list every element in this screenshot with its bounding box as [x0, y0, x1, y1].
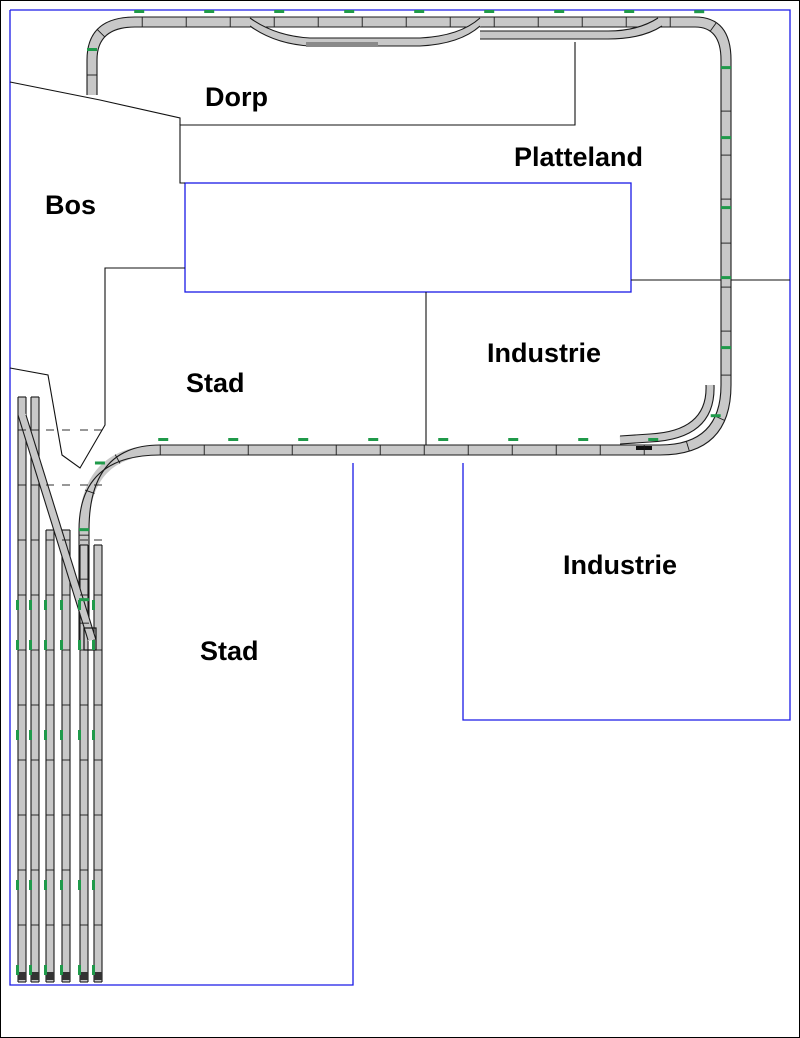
segment-marker — [92, 730, 95, 740]
segment-marker — [16, 880, 19, 890]
segment-markers — [16, 10, 731, 975]
segment-marker — [78, 880, 81, 890]
segment-marker — [721, 66, 731, 70]
segment-marker — [694, 10, 705, 14]
track-joint — [97, 29, 105, 38]
zone-labels: Dorp Platteland Bos Stad Industrie Indus… — [45, 82, 677, 666]
segment-marker — [60, 880, 63, 890]
segment-marker — [578, 438, 589, 442]
segment-marker — [44, 640, 47, 650]
segment-marker — [710, 414, 721, 418]
segment-marker — [134, 10, 145, 13]
track-joint — [84, 489, 95, 494]
segment-marker — [648, 438, 659, 442]
segment-marker — [29, 600, 32, 610]
zone-label-dorp: Dorp — [205, 82, 268, 112]
segment-marker — [79, 598, 89, 602]
segment-marker — [16, 600, 19, 610]
segment-marker — [92, 600, 95, 610]
boundary-bos-bottom — [9, 267, 185, 469]
segment-marker — [414, 10, 425, 13]
fiddle-yard — [17, 396, 103, 983]
main-loop-track — [78, 16, 732, 640]
segment-marker — [721, 346, 731, 350]
segment-marker — [44, 965, 47, 975]
track-joints — [18, 17, 731, 926]
segment-marker — [87, 48, 97, 51]
segment-marker — [298, 438, 309, 441]
segment-marker — [484, 10, 495, 13]
segment-marker — [158, 438, 169, 441]
segment-marker — [44, 600, 47, 610]
segment-marker — [78, 640, 81, 650]
board-outlines — [9, 9, 791, 986]
segment-marker — [92, 640, 95, 650]
passing-loop-top — [247, 17, 663, 47]
segment-marker — [29, 880, 32, 890]
segment-marker — [721, 276, 731, 280]
segment-marker — [29, 640, 32, 650]
segment-marker — [44, 880, 47, 890]
segment-marker — [721, 206, 731, 210]
zone-label-industrie-lower: Industrie — [563, 550, 677, 580]
segment-marker — [16, 965, 19, 975]
board-outline-top — [10, 9, 791, 280]
segment-marker — [554, 10, 565, 13]
segment-marker — [29, 730, 32, 740]
segment-marker — [60, 640, 63, 650]
segment-marker — [94, 461, 105, 465]
track-joint — [114, 454, 121, 464]
segment-marker — [16, 730, 19, 740]
track-layer — [16, 10, 732, 983]
segment-marker — [228, 438, 239, 441]
track-joint — [709, 22, 717, 32]
segment-marker — [92, 965, 95, 975]
board-outline-left — [9, 10, 354, 986]
segment-marker — [344, 10, 355, 13]
segment-marker — [29, 965, 32, 975]
segment-marker — [60, 600, 63, 610]
platform-top — [306, 42, 378, 47]
zone-label-industrie-upper: Industrie — [487, 338, 601, 368]
segment-marker — [16, 640, 19, 650]
zone-label-stad-upper: Stad — [186, 368, 245, 398]
segment-marker — [44, 730, 47, 740]
yard-track — [93, 544, 103, 983]
segment-marker — [92, 880, 95, 890]
segment-marker — [60, 965, 63, 975]
board-outline-center — [184, 182, 632, 293]
segment-marker — [79, 528, 90, 532]
segment-marker — [721, 136, 731, 140]
yard-track — [45, 529, 55, 983]
segment-marker — [624, 10, 635, 13]
zone-label-platteland: Platteland — [514, 142, 643, 172]
module-boundaries — [9, 42, 790, 469]
segment-marker — [274, 10, 285, 13]
segment-marker — [508, 438, 519, 442]
segment-marker — [78, 965, 81, 975]
zone-label-bos: Bos — [45, 190, 96, 220]
segment-marker — [438, 438, 449, 442]
boundary-bos-top — [9, 81, 181, 125]
track-joint — [685, 441, 690, 452]
segment-marker — [78, 730, 81, 740]
segment-marker — [78, 600, 81, 610]
yard-track — [61, 529, 71, 983]
board-outline-right — [462, 280, 791, 721]
segment-marker — [368, 438, 379, 442]
segment-marker — [204, 10, 215, 13]
segment-marker — [60, 730, 63, 740]
zone-label-stad-lower: Stad — [200, 636, 259, 666]
